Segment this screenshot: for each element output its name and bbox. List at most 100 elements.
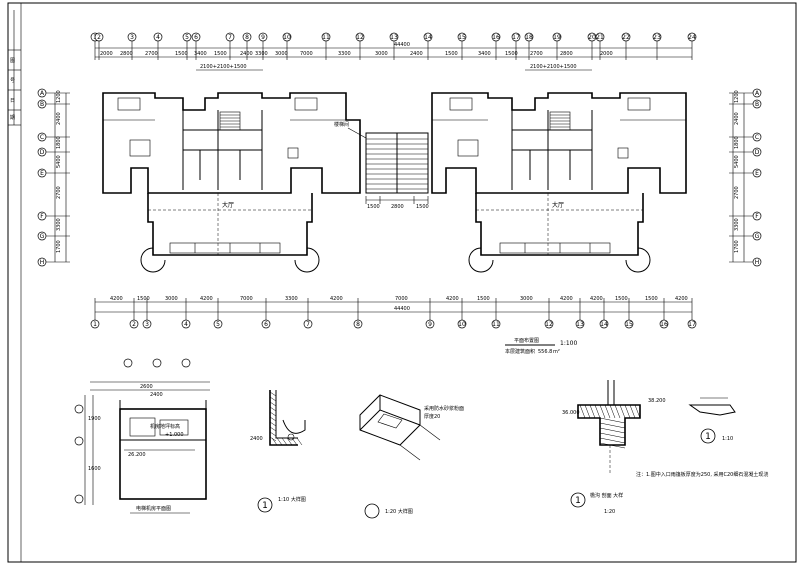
bottom-axis-11: 11 bbox=[491, 319, 501, 329]
bottom-axis-label: 17 bbox=[688, 321, 696, 328]
top-axis-label: 7 bbox=[228, 34, 232, 41]
right-axis-7: G bbox=[752, 231, 762, 241]
bottom-dim-3: 4200 bbox=[200, 296, 213, 302]
right-dim-1: 2400 bbox=[734, 112, 740, 125]
right-unit-room-label: 大厅 bbox=[552, 201, 564, 209]
stair-dim-1: 1500 bbox=[367, 204, 380, 210]
detail3-scale: 1:20 bbox=[604, 509, 615, 515]
top-dimension-lines bbox=[95, 47, 692, 71]
bottom-axis-label: 5 bbox=[216, 321, 220, 328]
svg-text:B: B bbox=[755, 101, 759, 108]
bottom-dim-12: 4200 bbox=[590, 296, 603, 302]
drip-edge-detail: 1 1:10 bbox=[688, 397, 736, 444]
bottom-axis-3: 3 bbox=[142, 319, 152, 329]
bottom-axis-label: 4 bbox=[184, 321, 188, 328]
title-block-entry-1: 图 bbox=[10, 58, 15, 64]
bottom-axis-label: 6 bbox=[264, 321, 268, 328]
top-axis-12: 12 bbox=[355, 32, 365, 42]
top-axis-21: 21 bbox=[595, 32, 605, 42]
bottom-axis-label: 9 bbox=[428, 321, 432, 328]
room-axis-left-3 bbox=[74, 494, 84, 504]
top-dim-13: 1500 bbox=[445, 51, 458, 57]
bottom-axis-label: 16 bbox=[660, 321, 668, 328]
top-dim-7: 3300 bbox=[255, 51, 268, 57]
top-axis-label: 4 bbox=[156, 34, 160, 41]
top-axis-label: 20 bbox=[588, 34, 596, 41]
bottom-axis-7: 7 bbox=[303, 319, 313, 329]
bottom-total-dim: 44400 bbox=[394, 306, 410, 312]
left-unit-room-label: 大厅 bbox=[222, 201, 234, 209]
top-dim-11: 3000 bbox=[375, 51, 388, 57]
bottom-dimension-lines bbox=[95, 301, 692, 313]
room-plan-title: 电梯机房平面图 bbox=[136, 505, 171, 512]
central-stair: 1500 2800 1500 楼梯间 bbox=[334, 121, 429, 210]
top-axis-label: 17 bbox=[512, 34, 520, 41]
bottom-dim-1: 1500 bbox=[137, 296, 150, 302]
bottom-axis-10: 10 bbox=[457, 319, 467, 329]
svg-text:E: E bbox=[40, 170, 44, 177]
bottom-dim-11: 4200 bbox=[560, 296, 573, 302]
svg-text:1: 1 bbox=[705, 432, 711, 442]
top-axis-label: 9 bbox=[261, 34, 265, 41]
svg-text:1: 1 bbox=[262, 501, 268, 511]
top-dim-6: 2400 bbox=[240, 51, 253, 57]
right-dim-4: 2700 bbox=[734, 186, 740, 199]
bottom-axis-5: 5 bbox=[213, 319, 223, 329]
top-axis-label: 8 bbox=[245, 34, 249, 41]
plan-area-unit: m² bbox=[553, 349, 560, 355]
top-dim-17: 2800 bbox=[560, 51, 573, 57]
top-dim-5: 1500 bbox=[214, 51, 227, 57]
svg-text:G: G bbox=[755, 233, 760, 240]
bottom-axis-label: 13 bbox=[576, 321, 584, 328]
plan-scale: 1:100 bbox=[560, 340, 577, 347]
top-axis-18: 18 bbox=[524, 32, 534, 42]
top-axis-24: 24 bbox=[687, 32, 697, 42]
right-dim-2: 1800 bbox=[734, 136, 740, 149]
top-axis-5: 5 bbox=[182, 32, 192, 42]
room-plan-elev2: 26.200 bbox=[128, 452, 146, 458]
top-sub-dim-2: 2100+2100+1500 bbox=[530, 64, 577, 70]
detail2-bubble bbox=[364, 503, 380, 519]
top-axis-11: 11 bbox=[321, 32, 331, 42]
bottom-axis-14: 14 bbox=[599, 319, 609, 329]
title-block: 图 号 日 期 bbox=[8, 10, 21, 126]
svg-text:E: E bbox=[755, 170, 759, 177]
bottom-dim-9: 1500 bbox=[477, 296, 490, 302]
main-floor-plan: 1500 2800 1500 楼梯间 bbox=[102, 92, 687, 273]
top-axis-22: 22 bbox=[621, 32, 631, 42]
cornice-section-detail: 36.000 38.200 1 檐沟 剖面 大样 1:20 bbox=[562, 380, 666, 515]
left-axis-8: H bbox=[37, 257, 47, 267]
top-axis-14: 14 bbox=[423, 32, 433, 42]
bottom-axis-label: 2 bbox=[132, 321, 136, 328]
top-axis-label: 21 bbox=[596, 34, 604, 41]
top-axis-label: 2 bbox=[97, 34, 101, 41]
svg-text:F: F bbox=[755, 213, 759, 220]
top-axis-label: 14 bbox=[424, 34, 432, 41]
bottom-axis-label: 14 bbox=[600, 321, 608, 328]
elev-b: 38.200 bbox=[648, 398, 666, 404]
bottom-dim-4: 7000 bbox=[240, 296, 253, 302]
top-dim-18: 2000 bbox=[600, 51, 613, 57]
top-dim-9: 7000 bbox=[300, 51, 313, 57]
bottom-axis-label: 15 bbox=[625, 321, 633, 328]
title-block-entry-4: 期 bbox=[10, 115, 15, 121]
bottom-axis-label: 1 bbox=[93, 321, 97, 328]
top-sub-dim-1: 2100+2100+1500 bbox=[200, 64, 247, 70]
bottom-axis-label: 8 bbox=[356, 321, 360, 328]
svg-text:B: B bbox=[40, 101, 44, 108]
bottom-axis-label: 7 bbox=[306, 321, 310, 328]
svg-text:A: A bbox=[755, 90, 760, 97]
left-axis-3: C bbox=[37, 132, 47, 142]
detail3-bubble: 1 bbox=[570, 492, 586, 508]
top-axis-8: 8 bbox=[242, 32, 252, 42]
ramp-isometric-detail: 采用防水砂浆粉面 厚度20 1:20 大样图 bbox=[359, 394, 464, 519]
stair-dim-3: 1500 bbox=[416, 204, 429, 210]
plan-title-block: 平面布置图 1:100 本层建筑面积 556.8 m² bbox=[505, 337, 577, 355]
svg-text:1: 1 bbox=[575, 496, 581, 506]
top-axis-label: 22 bbox=[622, 34, 630, 41]
top-axis-label: 3 bbox=[130, 34, 134, 41]
left-dim-4: 2700 bbox=[56, 186, 62, 199]
